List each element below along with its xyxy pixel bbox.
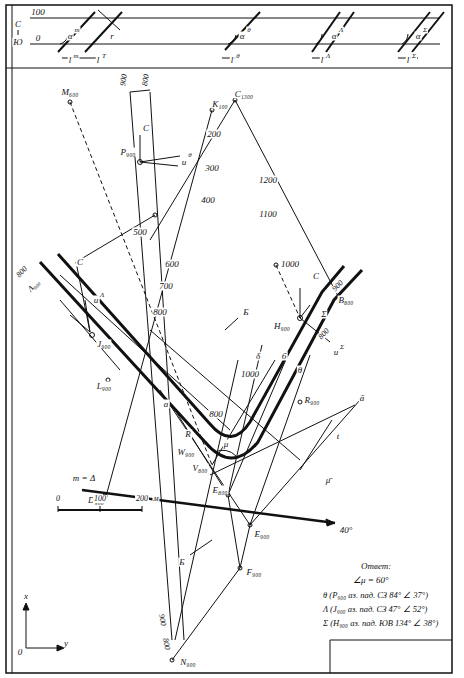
map-label: W₉₀₀ <box>177 448 196 457</box>
map-label: δ <box>255 352 261 361</box>
map-label: Λ₉₀₀ <box>26 278 42 294</box>
map-label: K₁₀₀ <box>211 100 228 109</box>
map-label: 800 <box>141 72 151 87</box>
map-label: Σ <box>411 53 417 60</box>
map-label: 500 <box>132 228 148 237</box>
map-label: С₁₃₀₀ <box>234 90 255 99</box>
map-label: Σ <box>422 27 428 34</box>
map-label: 800 <box>208 410 224 419</box>
map-label: 0 <box>55 495 61 503</box>
map-label: ∠μ = 60° <box>352 576 390 585</box>
map-label: Б <box>242 308 249 317</box>
map-label: u <box>181 158 188 167</box>
map-label: θ <box>235 53 240 60</box>
map-label: 100 <box>30 8 46 17</box>
map-label: 800 <box>152 308 168 317</box>
map-label: ā <box>359 394 366 403</box>
map-label: Ответ: <box>360 562 392 571</box>
map-label: R₉₀₀ <box>304 396 321 405</box>
map-label: m <box>72 53 79 60</box>
map-label: α <box>67 32 74 41</box>
map-label: 600 <box>164 260 180 269</box>
map-label: Т <box>101 53 107 60</box>
map-label: 400 <box>200 196 216 205</box>
map-label: 1000 <box>240 370 260 379</box>
map-label: L₉₀₀ <box>96 382 112 391</box>
map-label: С <box>76 258 84 267</box>
map-label: 900 <box>157 612 167 627</box>
map-label: м <box>152 495 159 503</box>
map-label: μ <box>223 440 230 449</box>
map-label: E₉₀₀ <box>254 530 271 539</box>
map-label: H₉₀₀ <box>273 322 291 331</box>
map-label: С <box>312 272 320 281</box>
map-label: y <box>63 639 69 648</box>
map-label: С <box>14 20 22 29</box>
map-label: J₉₀₀ <box>96 340 111 349</box>
map-label: 800 <box>14 264 30 280</box>
map-label: l <box>96 56 101 65</box>
map-label: μ̄ <box>325 476 332 485</box>
map-label: E₈₀₀ <box>212 486 229 495</box>
map-label: 1000 <box>280 260 300 269</box>
map-label: С <box>142 124 150 133</box>
map-label: l <box>320 56 325 65</box>
map-label: 1100 <box>258 210 277 219</box>
map-label: Ю <box>12 38 23 47</box>
map-label: 0 <box>17 648 24 657</box>
map-label: θ <box>246 27 251 34</box>
map-label: 1200 <box>258 176 278 185</box>
map-label: r <box>109 32 115 41</box>
map-label: Σ <box>320 310 327 319</box>
map-label: 700 <box>158 282 174 291</box>
map-label: 200 <box>135 495 149 503</box>
map-label: 100 <box>93 495 107 503</box>
map-label: N₉₀₀ <box>179 658 196 667</box>
map-label: Σ <box>339 344 345 351</box>
map-label: 40° <box>339 526 354 535</box>
map-label: P₉₀₀ <box>120 148 137 157</box>
map-label: B₈₀₀ <box>338 296 355 305</box>
map-label: α <box>415 32 422 41</box>
map-label: Λ (J₉₀₀ аз. пад. СЗ 47° ∠ 52°) <box>322 605 428 614</box>
map-label: б <box>281 352 288 361</box>
map-label: F₉₀₀ <box>246 568 263 577</box>
map-label: x <box>23 592 29 601</box>
map-label: m = Δ <box>72 474 96 483</box>
map-label: α <box>331 32 338 41</box>
map-label: 800 <box>161 636 171 651</box>
map-label: a <box>163 400 170 409</box>
map-label: 900 <box>119 72 129 87</box>
map-label: Λ <box>99 292 105 299</box>
map-label: Σ (H₉₀₀ аз. пад. ЮВ 134° ∠ 38°) <box>322 619 439 628</box>
map-label: M₆₀₀ <box>61 88 80 97</box>
map-label: 200 <box>206 130 222 139</box>
map-label: θ <box>297 366 303 375</box>
map-label: t <box>336 432 341 441</box>
map-label: θ <box>187 152 192 159</box>
map-label: Б <box>178 558 185 567</box>
map-label: 300 <box>204 164 220 173</box>
map-label: α <box>239 32 246 41</box>
map-label: Λ <box>325 53 331 60</box>
map-label: V₈₀₀ <box>192 464 209 473</box>
map-label: θ (P₉₀₀ аз. пад. СЗ 84° ∠ 37°) <box>322 591 429 600</box>
map-label: l <box>230 56 235 65</box>
map-label: R <box>184 430 192 439</box>
map-label: 0 <box>35 34 42 43</box>
map-label: l <box>406 56 411 65</box>
map-label: Λ <box>338 27 344 34</box>
map-label: m <box>73 27 80 34</box>
